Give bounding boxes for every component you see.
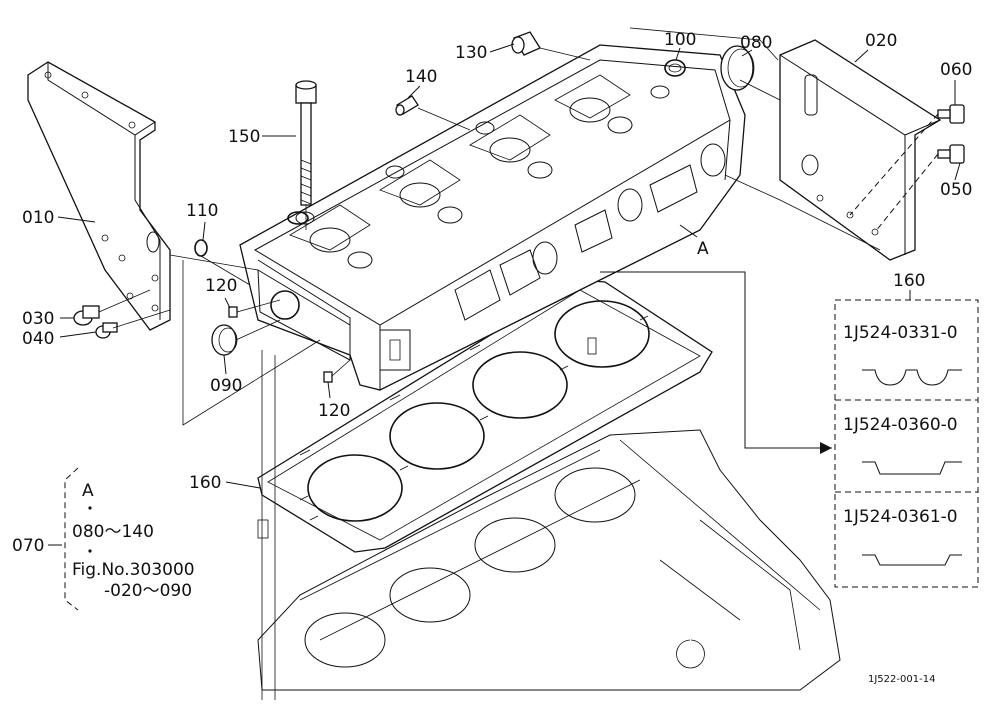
gasket-variant-box	[834, 299, 979, 588]
figure-code: 1J522-001-14	[868, 674, 935, 685]
label-040: 040	[22, 329, 54, 349]
plug-120-lower	[323, 371, 333, 383]
variant-part-1: 1J524-0331-0	[843, 323, 958, 343]
label-120-upper: 120	[205, 276, 237, 296]
label-050: 050	[940, 180, 972, 200]
variant-part-2: 1J524-0360-0	[843, 415, 958, 435]
bolt-030	[73, 305, 100, 326]
note-line-1: A	[82, 481, 94, 501]
label-160-box: 160	[893, 271, 925, 291]
label-140: 140	[405, 67, 437, 87]
plug-120-upper	[228, 306, 238, 318]
label-110: 110	[186, 201, 218, 221]
label-030: 030	[22, 309, 54, 329]
label-090: 090	[210, 376, 242, 396]
head-bolt	[295, 80, 317, 206]
plug	[511, 31, 541, 56]
bolt-060	[937, 104, 965, 124]
variant-profile-2	[862, 461, 962, 475]
note-line-2: 080～140	[72, 522, 154, 542]
variant-profile-1	[862, 369, 962, 386]
cylinder-block	[257, 429, 841, 691]
o-ring-100	[664, 59, 686, 77]
label-150: 150	[228, 127, 260, 147]
bolt-050	[937, 144, 965, 164]
note-bracket	[48, 467, 92, 611]
cylinder-head	[239, 44, 746, 391]
label-010: 010	[22, 208, 54, 228]
bolt-040	[95, 322, 118, 339]
variant-profile-3	[862, 554, 962, 566]
label-130: 130	[455, 43, 487, 63]
mark-a: A	[697, 239, 709, 259]
label-080: 080	[740, 33, 772, 53]
bracket-020	[779, 39, 942, 261]
assembly-lines	[98, 27, 939, 700]
label-060: 060	[940, 60, 972, 80]
bracket-010	[27, 61, 171, 331]
label-020: 020	[865, 31, 897, 51]
note-line-3: Fig.No.303000	[72, 560, 195, 580]
label-100: 100	[664, 30, 696, 50]
oil-seal-090	[211, 324, 238, 356]
cap	[720, 45, 755, 91]
label-070: 070	[12, 536, 44, 556]
label-120-lower: 120	[318, 401, 350, 421]
leader-lines	[57, 43, 961, 489]
variant-part-3: 1J524-0361-0	[843, 507, 958, 527]
o-ring-110	[194, 239, 208, 257]
dowel-pin	[395, 95, 419, 116]
label-160-gasket: 160	[189, 473, 221, 493]
note-line-4: -020～090	[104, 581, 192, 601]
